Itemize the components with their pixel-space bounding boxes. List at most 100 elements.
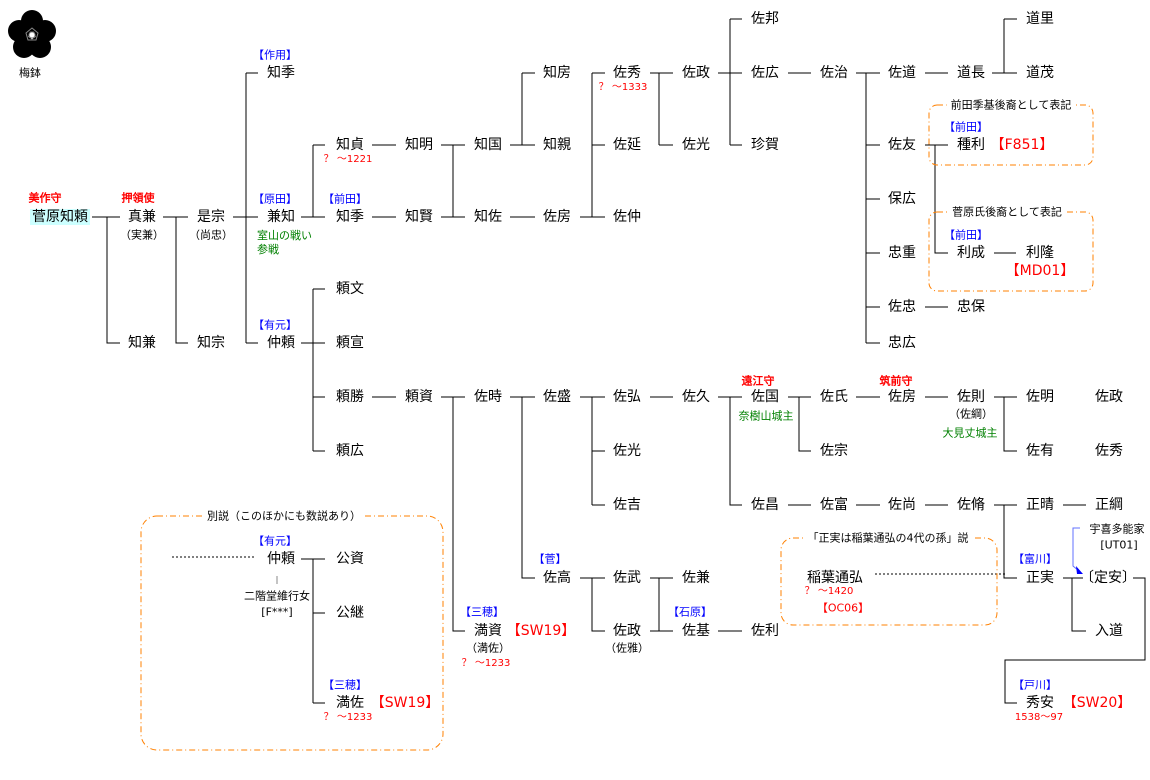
person-node[interactable]: 〔定安〕 [1080,570,1136,586]
person-node[interactable]: 知貞 [336,137,364,153]
person-node[interactable]: 佐久 [682,389,710,405]
person-node[interactable]: 佐友 [888,137,916,153]
person-node[interactable]: 道長 [957,65,985,81]
person-node[interactable]: 佐有 [1026,443,1054,459]
person-node[interactable]: 頼宣 [336,335,364,351]
box-sugawara [928,211,1094,292]
person-node[interactable]: 二階堂維行女 [244,589,310,603]
person-node[interactable]: 佐政 [682,65,710,81]
person-node[interactable]: 是宗 [197,209,225,225]
person-node[interactable]: 佐明 [1026,389,1054,405]
person-node[interactable]: 佐房 [543,209,571,225]
person-node[interactable]: 知季 [336,209,364,225]
person-node[interactable]: 佐氏 [820,389,848,405]
person-node[interactable]: 知国 [474,137,502,153]
ukita-arrow [1072,527,1080,572]
office-label: 押領使 [121,191,155,205]
person-node[interactable]: 佐光 [682,137,710,153]
person-node[interactable]: 佐昌 [751,497,779,513]
person-node[interactable]: 知房 [543,65,571,81]
person-node[interactable]: 知宗 [197,335,225,351]
person-node[interactable]: 佐吉 [613,497,641,513]
person-node[interactable]: 佐時 [474,389,502,405]
person-node[interactable]: 佐道 [888,65,916,81]
person-node[interactable]: 佐仲 [613,209,641,225]
clan-label: 【菅】 [533,552,567,566]
person-node[interactable]: 佐政 [1095,389,1123,405]
code-label: 【SW19】 [506,623,576,639]
person-node[interactable]: 宇喜多能家 [1089,522,1145,536]
alt-name: （佐綱） [949,407,993,421]
person-node[interactable]: 知明 [405,137,433,153]
person-node[interactable]: 頼勝 [336,389,364,405]
person-node[interactable]: 佐国 [751,389,779,405]
date-label: ？ ～1233 [323,712,373,723]
person-node[interactable]: 知賢 [405,209,433,225]
person-node[interactable]: 佐利 [751,623,779,639]
person-node[interactable]: 佐則 [957,389,985,405]
person-node[interactable]: 佐邦 [751,11,779,27]
person-node[interactable]: 佐高 [543,570,571,586]
person-node[interactable]: 佐盛 [543,389,571,405]
person-node[interactable]: 知兼 [128,335,156,351]
person-node[interactable]: 満資 [474,623,502,639]
person-node[interactable]: 知季 [267,65,295,81]
person-node[interactable]: 菅原知頼 [30,209,90,225]
person-node[interactable]: 佐武 [613,570,641,586]
person-node[interactable]: 忠保 [957,299,985,315]
person-node[interactable]: 兼知 [267,209,295,225]
office-label: 遠江守 [741,374,775,388]
person-node[interactable]: 入道 [1095,623,1123,639]
person-node[interactable]: 佐秀 [613,65,641,81]
person-node[interactable]: 仲頼 [267,335,295,351]
crest-label: 梅鉢 [19,66,41,80]
person-node[interactable]: 佐政 [613,623,641,639]
person-node[interactable]: 利隆 [1026,245,1054,261]
person-node[interactable]: 満佐 [336,695,364,711]
person-node[interactable]: 真兼 [128,209,156,225]
person-node[interactable]: 佐忠 [888,299,916,315]
person-node[interactable]: 佐弘 [613,389,641,405]
code-label: 【F851】 [990,137,1054,153]
person-node[interactable]: 佐房 [888,389,916,405]
person-node[interactable]: 佐富 [820,497,848,513]
office-label: 美作守 [28,191,62,205]
person-node[interactable]: 佐尚 [888,497,916,513]
person-node[interactable]: 佐脩 [957,497,985,513]
person-node[interactable]: 珍賀 [751,137,779,153]
person-node[interactable]: 仲頼 [267,551,295,567]
person-node[interactable]: 頼文 [336,281,364,297]
person-node[interactable]: 公継 [336,605,364,621]
person-node[interactable]: 正綱 [1095,497,1123,513]
person-node[interactable]: 正晴 [1026,497,1054,513]
person-node[interactable]: 佐治 [820,65,848,81]
person-node[interactable]: 利成 [957,245,985,261]
person-node[interactable]: 稲葉通弘 [807,570,863,586]
note-label: 参戦 [257,243,279,256]
person-node[interactable]: 正実 [1026,570,1054,586]
person-node[interactable]: 公資 [336,551,364,567]
code-label: 【OC06】 [816,601,870,615]
person-node[interactable]: 佐宗 [820,443,848,459]
person-node[interactable]: 道茂 [1026,65,1054,81]
clan-label: 【前田】 [944,120,988,134]
person-node[interactable]: 秀安 [1026,695,1054,711]
person-node[interactable]: 保広 [888,191,916,207]
person-node[interactable]: 佐兼 [682,570,710,586]
person-node[interactable]: 忠重 [888,245,916,261]
person-node[interactable]: 知佐 [474,209,502,225]
person-node[interactable]: 道里 [1026,11,1054,27]
person-node[interactable]: 忠広 [888,335,916,351]
date-label: ？ ～1221 [323,154,373,165]
person-node[interactable]: 頼資 [405,389,433,405]
person-node[interactable]: 佐延 [613,137,641,153]
person-node[interactable]: 佐光 [613,443,641,459]
person-node[interactable]: 頼広 [336,443,364,459]
person-node[interactable]: 知親 [543,137,571,153]
person-node[interactable]: 佐広 [751,65,779,81]
person-node[interactable]: 種利 [957,137,985,153]
clan-label: 【前田】 [944,228,988,242]
person-node[interactable]: 佐基 [682,623,710,639]
person-node[interactable]: 佐秀 [1095,443,1123,459]
